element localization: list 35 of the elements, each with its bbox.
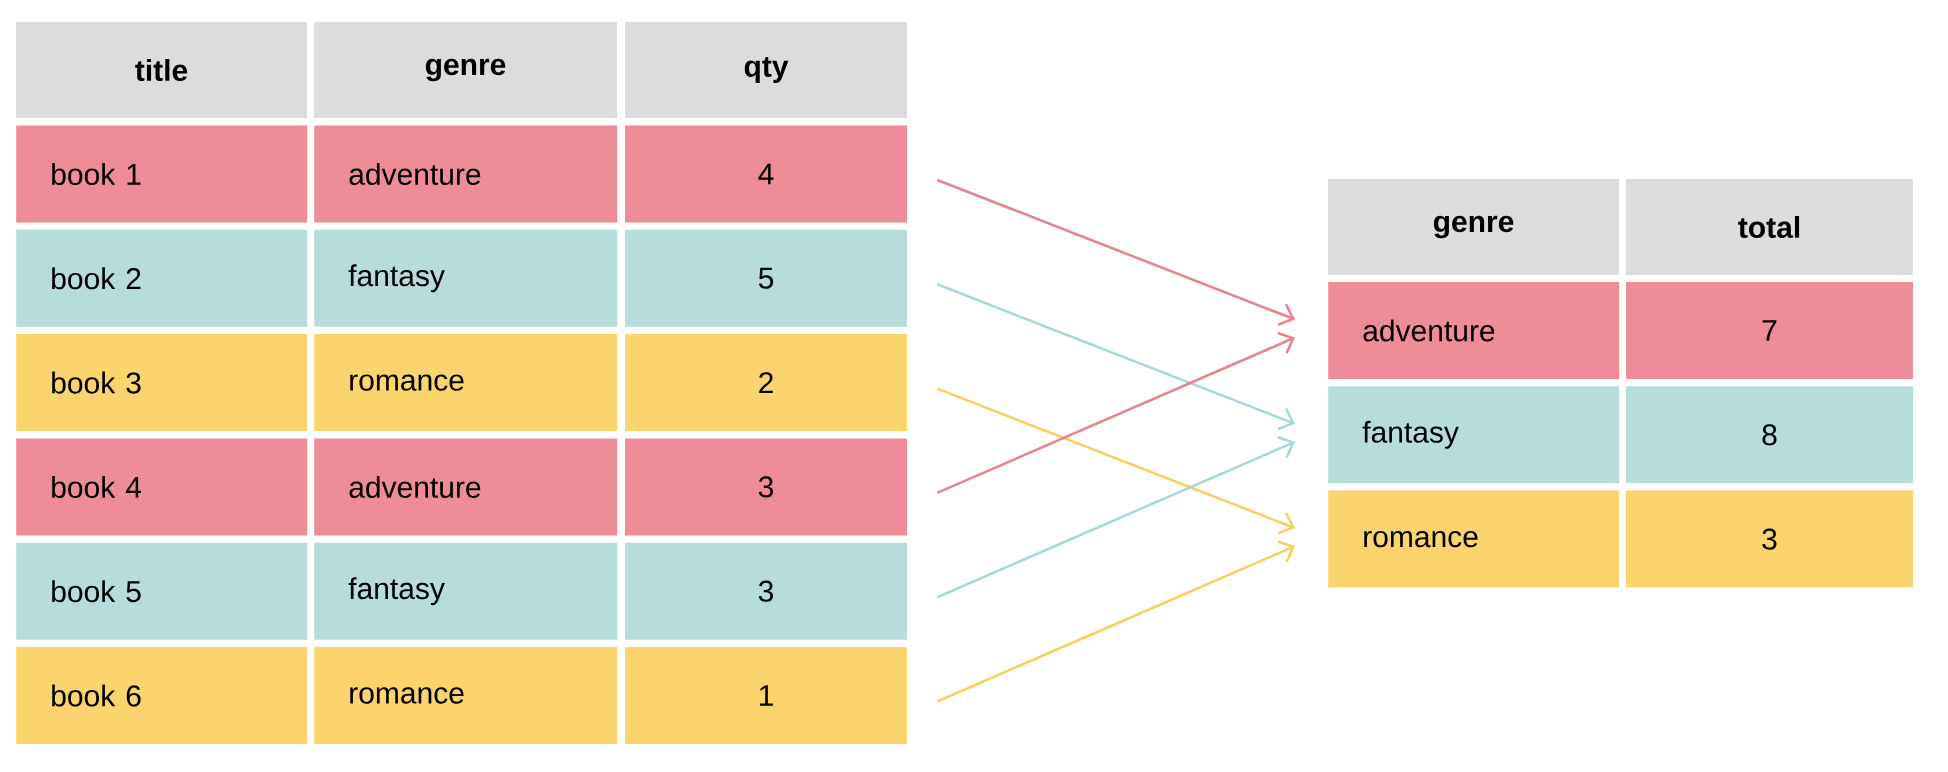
arrow — [936, 283, 1296, 431]
header-cell: qty — [625, 22, 907, 118]
table-cell: 7 — [1626, 282, 1913, 379]
table-cell: 3 — [625, 438, 907, 536]
table-cell: fantasy — [1328, 386, 1620, 484]
table-cell: book 6 — [16, 647, 308, 744]
table-cell: fantasy — [314, 229, 618, 327]
table-cell: 2 — [625, 334, 907, 432]
table-cell: 5 — [625, 229, 907, 327]
table-cell: 3 — [625, 542, 907, 640]
arrow — [936, 331, 1295, 495]
header-cell: total — [1626, 179, 1913, 275]
table-cell: fantasy — [314, 542, 618, 640]
table-cell: book 3 — [16, 334, 308, 432]
table-cell: adventure — [314, 438, 618, 536]
table-cell: 3 — [1626, 490, 1913, 588]
header-cell: genre — [314, 22, 617, 118]
table-cell: adventure — [1328, 282, 1620, 379]
table-cell: book 4 — [16, 438, 308, 536]
table-cell: romance — [314, 647, 618, 744]
table-cell: book 5 — [16, 542, 308, 640]
arrow — [936, 540, 1295, 703]
arrow — [936, 178, 1296, 326]
header-cell: genre — [1328, 179, 1619, 275]
table-cell: 1 — [625, 647, 907, 744]
table-cell: book 1 — [16, 125, 308, 223]
header-cell: title — [16, 22, 307, 118]
table-cell: 8 — [1626, 386, 1913, 484]
table-cell: book 2 — [16, 229, 308, 327]
table-cell: romance — [314, 334, 618, 432]
arrow — [936, 436, 1295, 599]
table-cell: romance — [1328, 490, 1620, 588]
arrow — [936, 387, 1296, 535]
table-cell: adventure — [314, 125, 618, 223]
table-cell: 4 — [625, 125, 907, 223]
